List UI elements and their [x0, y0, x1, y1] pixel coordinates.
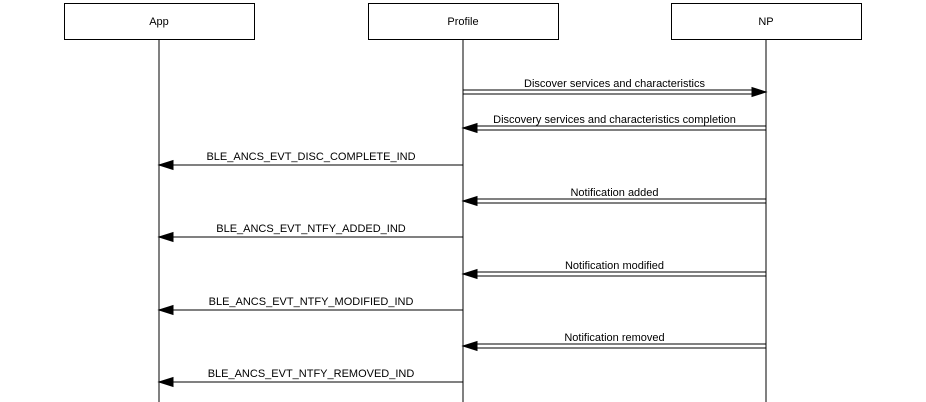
- arrowhead-icon: [157, 231, 174, 243]
- message-label: BLE_ANCS_EVT_NTFY_REMOVED_IND: [208, 368, 415, 380]
- arrowhead-icon: [461, 268, 478, 280]
- participant-box-np: [671, 3, 862, 40]
- message-0: Discover services and characteristics: [463, 78, 768, 98]
- participant-app: App: [64, 3, 255, 40]
- message-8: BLE_ANCS_EVT_NTFY_REMOVED_IND: [157, 368, 463, 388]
- arrowhead-icon: [751, 86, 768, 98]
- message-label: BLE_ANCS_EVT_NTFY_MODIFIED_IND: [209, 296, 414, 308]
- lifelines: [158, 39, 767, 402]
- arrowhead-icon: [157, 376, 174, 388]
- participant-label-profile: Profile: [447, 16, 478, 28]
- message-label: Notification modified: [565, 260, 664, 272]
- message-6: BLE_ANCS_EVT_NTFY_MODIFIED_IND: [157, 296, 463, 316]
- message-label: BLE_ANCS_EVT_DISC_COMPLETE_IND: [206, 151, 415, 163]
- message-label: Notification added: [570, 187, 658, 199]
- message-label: Discovery services and characteristics c…: [493, 114, 736, 126]
- participant-profile: Profile: [368, 3, 559, 40]
- messages: Discover services and characteristicsDis…: [157, 78, 768, 388]
- message-5: Notification modified: [461, 260, 766, 280]
- arrowhead-icon: [157, 159, 174, 171]
- message-2: BLE_ANCS_EVT_DISC_COMPLETE_IND: [157, 151, 463, 171]
- arrowhead-icon: [461, 122, 478, 134]
- arrowhead-icon: [157, 304, 174, 316]
- message-1: Discovery services and characteristics c…: [461, 114, 766, 134]
- participant-box-profile: [368, 3, 559, 40]
- message-label: BLE_ANCS_EVT_NTFY_ADDED_IND: [216, 223, 406, 235]
- arrowhead-icon: [461, 195, 478, 207]
- message-label: Discover services and characteristics: [524, 78, 705, 90]
- participant-label-app: App: [149, 16, 169, 28]
- participant-box-app: [64, 3, 255, 40]
- participant-headers: App Profile NP: [64, 3, 862, 40]
- participant-label-np: NP: [758, 16, 773, 28]
- message-3: Notification added: [461, 187, 766, 207]
- message-label: Notification removed: [564, 332, 664, 344]
- arrowhead-icon: [461, 340, 478, 352]
- participant-np: NP: [671, 3, 862, 40]
- message-7: Notification removed: [461, 332, 766, 352]
- message-4: BLE_ANCS_EVT_NTFY_ADDED_IND: [157, 223, 463, 243]
